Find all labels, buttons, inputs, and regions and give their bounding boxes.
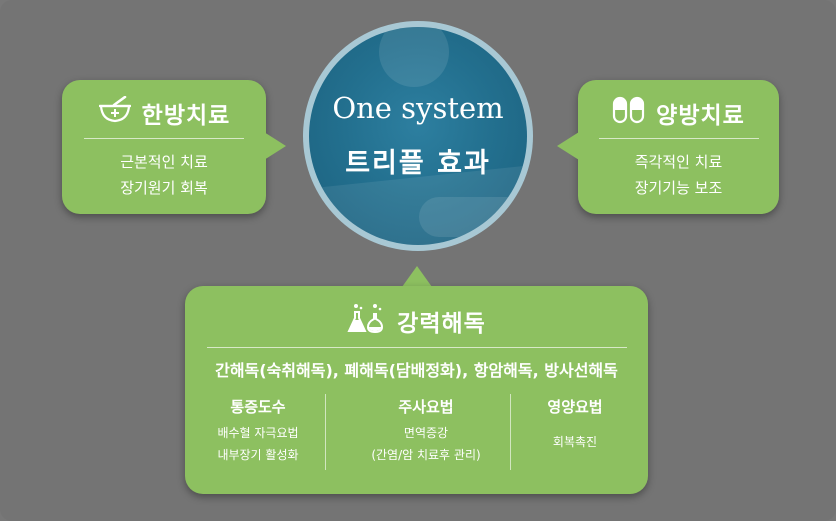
circle-photo-overlay xyxy=(379,27,449,87)
center-title: One system xyxy=(332,91,504,125)
herbal-treatment-box: 한방치료 근본적인 치료 장기원기 회복 xyxy=(62,80,266,214)
western-treatment-header: 양방치료 xyxy=(578,96,779,130)
mortar-pestle-icon xyxy=(98,95,132,130)
left-bubble-pointer xyxy=(264,132,286,160)
detox-column: 영양요법 회복촉진 xyxy=(515,394,635,480)
column-line: 배수혈 자극요법 xyxy=(217,426,299,440)
pill-capsule-icon xyxy=(612,96,646,130)
divider xyxy=(206,347,627,348)
detox-subtitle: 간해독(숙취해독), 폐해독(담배정화), 항암해독, 방사선해독 xyxy=(215,361,618,380)
center-subtitle: 트리플 효과 xyxy=(345,148,491,179)
column-lines: 회복촉진 xyxy=(515,431,635,453)
detox-columns: 통증도수 배수혈 자극요법 내부장기 활성화 주사요법 면역증강 (간염/암 치… xyxy=(185,394,648,480)
western-treatment-lines: 즉각적인 치료 장기기능 보조 xyxy=(578,149,779,201)
western-line-2: 장기기능 보조 xyxy=(634,179,723,197)
detox-header: 강력해독 xyxy=(185,302,648,340)
column-lines: 면역증강 (간염/암 치료후 관리) xyxy=(335,422,517,466)
column-title: 영양요법 xyxy=(547,398,603,416)
herbal-treatment-title: 한방치료 xyxy=(141,103,231,129)
column-divider xyxy=(325,394,326,470)
divider xyxy=(598,138,759,139)
center-circle: One system 트리플 효과 xyxy=(309,27,527,245)
herbal-line-2: 장기원기 회복 xyxy=(120,179,208,197)
column-line: 회복촉진 xyxy=(552,435,598,449)
flask-icon xyxy=(347,302,387,340)
circle-photo-overlay xyxy=(419,197,527,237)
column-line: 면역증강 xyxy=(403,426,449,440)
western-treatment-title: 양방치료 xyxy=(656,103,745,129)
detox-column: 통증도수 배수혈 자극요법 내부장기 활성화 xyxy=(193,394,323,480)
herbal-treatment-header: 한방치료 xyxy=(62,95,266,130)
detox-title: 강력해독 xyxy=(397,311,486,337)
detox-box: 강력해독 간해독(숙취해독), 폐해독(담배정화), 항암해독, 방사선해독 통… xyxy=(185,286,648,494)
detox-column: 주사요법 면역증강 (간염/암 치료후 관리) xyxy=(335,394,517,480)
herbal-treatment-lines: 근본적인 치료 장기원기 회복 xyxy=(62,149,266,201)
column-lines: 배수혈 자극요법 내부장기 활성화 xyxy=(193,422,323,466)
column-title: 주사요법 xyxy=(398,398,454,416)
western-treatment-box: 양방치료 즉각적인 치료 장기기능 보조 xyxy=(578,80,779,214)
column-divider xyxy=(510,394,511,470)
column-line: 내부장기 활성화 xyxy=(217,448,299,462)
western-line-1: 즉각적인 치료 xyxy=(634,153,723,171)
right-bubble-pointer xyxy=(557,132,579,160)
column-title: 통증도수 xyxy=(230,398,286,416)
column-line: (간염/암 치료후 관리) xyxy=(371,448,481,462)
herbal-line-1: 근본적인 치료 xyxy=(120,153,208,171)
bottom-bubble-pointer xyxy=(402,266,432,287)
divider xyxy=(84,138,244,139)
